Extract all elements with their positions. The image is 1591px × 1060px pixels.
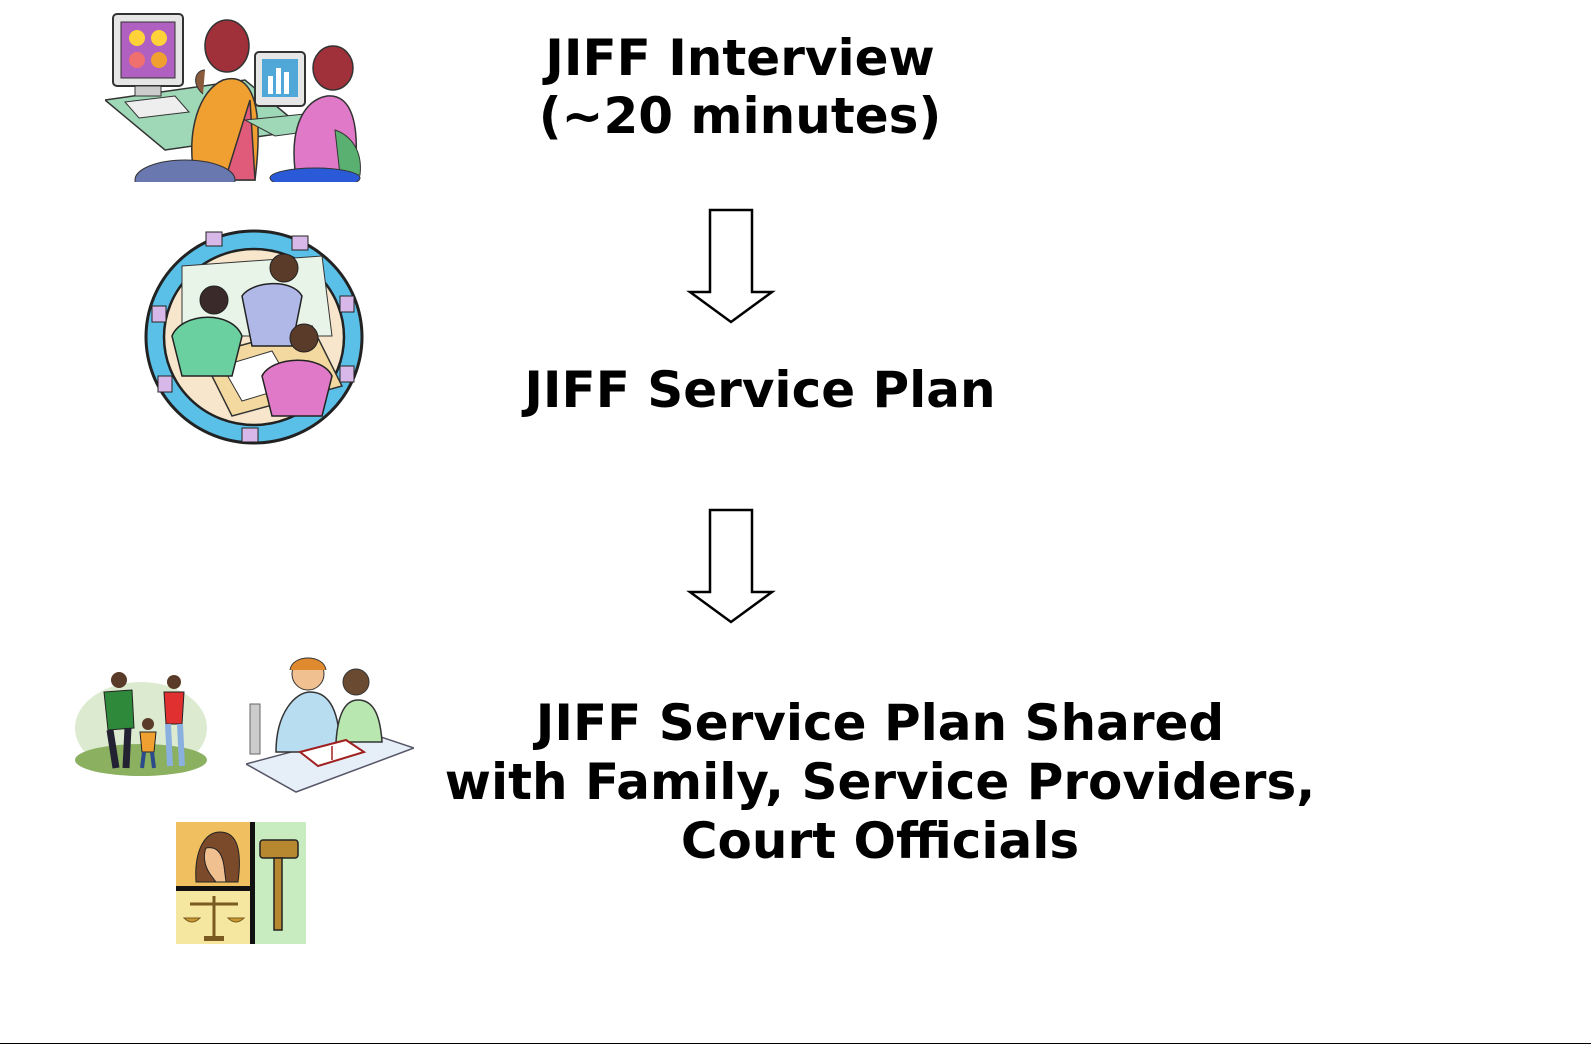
court-justice-clipart <box>176 822 306 944</box>
step-interview-line-1: JIFF Interview <box>545 29 935 87</box>
family-walking-clipart <box>74 668 208 778</box>
computer-interview-clipart <box>103 10 367 201</box>
down-arrow-2 <box>686 508 776 624</box>
down-arrow-1 <box>686 208 776 324</box>
step-plan-shared-line-2: with Family, Service Providers, <box>444 753 1316 811</box>
bottom-divider <box>0 1043 1591 1044</box>
step-plan-shared-text: JIFF Service Plan Shared with Family, Se… <box>420 694 1340 871</box>
tutoring-clipart <box>244 652 417 794</box>
step-interview-text: JIFF Interview (~20 minutes) <box>470 29 1010 145</box>
step-plan-shared-line-1: JIFF Service Plan Shared <box>535 694 1225 752</box>
step-service-plan-text: JIFF Service Plan <box>460 361 1060 420</box>
step-service-plan-line-1: JIFF Service Plan <box>524 361 996 419</box>
step-interview-line-2: (~20 minutes) <box>538 86 942 145</box>
step-plan-shared-line-3: Court Officials <box>680 812 1080 870</box>
planning-meeting-clipart <box>142 226 366 448</box>
